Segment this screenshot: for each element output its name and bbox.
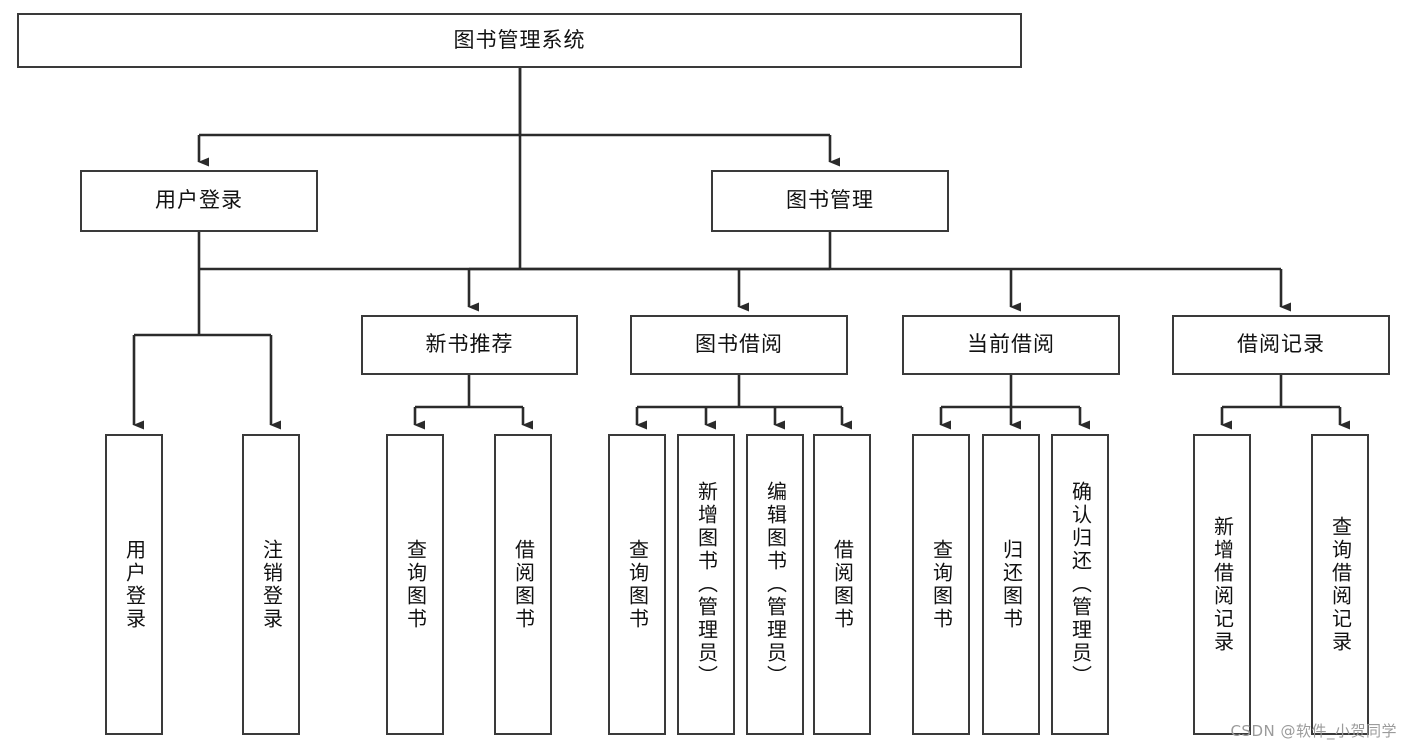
node-label: 确认归还（管理员） — [1068, 481, 1093, 688]
node-root-book-management-system[interactable]: 图书管理系统 — [17, 13, 1022, 68]
node-book-borrow[interactable]: 图书借阅 — [630, 315, 848, 375]
node-label: 查询图书 — [625, 538, 650, 631]
node-label: 新增图书（管理员） — [694, 481, 719, 688]
node-leaf-query-book-2[interactable]: 查询图书 — [608, 434, 666, 735]
node-label: 归还图书 — [999, 538, 1024, 631]
node-leaf-borrow-book-2[interactable]: 借阅图书 — [813, 434, 871, 735]
node-leaf-logout-login[interactable]: 注销登录 — [242, 434, 300, 735]
node-label: 借阅图书 — [511, 538, 536, 631]
node-leaf-return-book[interactable]: 归还图书 — [982, 434, 1040, 735]
node-new-book-recommend[interactable]: 新书推荐 — [361, 315, 578, 375]
node-leaf-query-book-3[interactable]: 查询图书 — [912, 434, 970, 735]
node-leaf-add-record[interactable]: 新增借阅记录 — [1193, 434, 1251, 735]
node-label: 查询图书 — [403, 538, 428, 631]
node-leaf-query-record[interactable]: 查询借阅记录 — [1311, 434, 1369, 735]
node-label: 图书管理 — [786, 188, 874, 213]
node-user-login[interactable]: 用户登录 — [80, 170, 318, 232]
node-leaf-add-book[interactable]: 新增图书（管理员） — [677, 434, 735, 735]
node-leaf-query-book-1[interactable]: 查询图书 — [386, 434, 444, 735]
node-leaf-confirm-return[interactable]: 确认归还（管理员） — [1051, 434, 1109, 735]
node-leaf-borrow-book-1[interactable]: 借阅图书 — [494, 434, 552, 735]
node-label: 借阅记录 — [1237, 332, 1325, 357]
node-label: 图书借阅 — [695, 332, 783, 357]
node-label: 当前借阅 — [967, 332, 1055, 357]
node-label: 借阅图书 — [830, 538, 855, 631]
node-leaf-user-login[interactable]: 用户登录 — [105, 434, 163, 735]
watermark-text: CSDN @软件_小贺同学 — [1230, 722, 1397, 740]
node-label: 新书推荐 — [425, 332, 514, 357]
node-label: 新增借阅记录 — [1210, 515, 1235, 654]
node-label: 用户登录 — [122, 538, 147, 631]
node-label: 图书管理系统 — [453, 27, 586, 52]
node-book-manage[interactable]: 图书管理 — [711, 170, 949, 232]
node-borrow-record[interactable]: 借阅记录 — [1172, 315, 1390, 375]
node-label: 查询借阅记录 — [1328, 515, 1353, 654]
node-label: 注销登录 — [259, 538, 284, 631]
node-leaf-edit-book[interactable]: 编辑图书（管理员） — [746, 434, 804, 735]
node-label: 查询图书 — [929, 538, 954, 631]
node-label: 用户登录 — [155, 188, 243, 213]
node-current-borrow[interactable]: 当前借阅 — [902, 315, 1120, 375]
node-label: 编辑图书（管理员） — [763, 481, 788, 688]
